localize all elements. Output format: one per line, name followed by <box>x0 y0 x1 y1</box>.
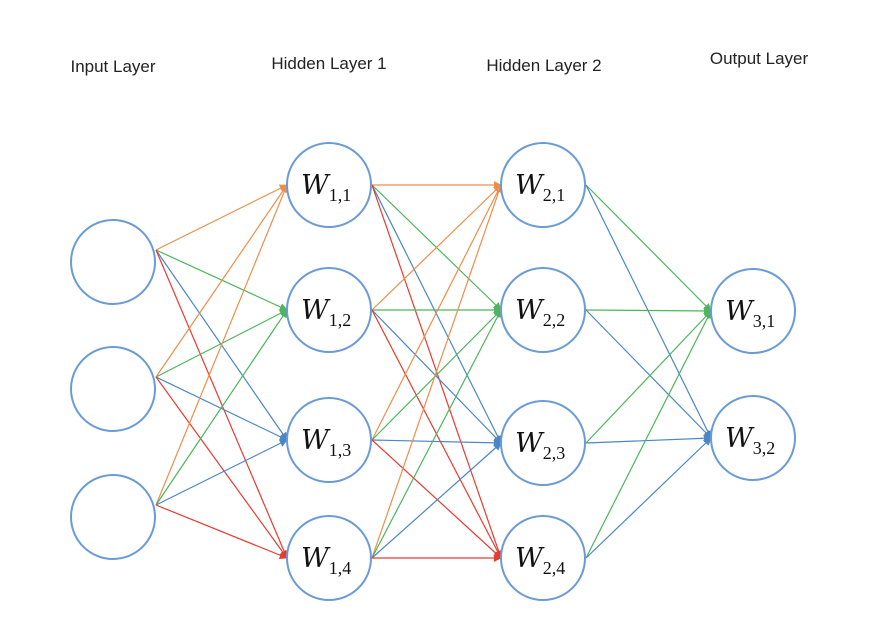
title-hidden-layer-1: Hidden Layer 1 <box>271 54 387 73</box>
edge-l0-3-to-2 <box>155 309 288 506</box>
node-circle <box>500 267 586 353</box>
edge-l0-3-to-4 <box>155 504 288 560</box>
edge-l1-2-to-1 <box>371 184 502 311</box>
title-output-layer: Output Layer <box>709 49 809 68</box>
node-label: W3,2 <box>725 423 775 458</box>
edge-l0-2-to-1 <box>155 184 288 378</box>
node-label: W2,3 <box>515 428 565 463</box>
node-label: W1,3 <box>301 425 351 460</box>
node-layer1-3: W1,3 <box>286 397 372 483</box>
edge-l2-4-to-2 <box>585 437 712 559</box>
node-circle <box>500 515 586 601</box>
node-label: W2,4 <box>515 543 565 578</box>
edge-l1-4-to-2 <box>371 309 502 559</box>
node-circle <box>70 474 156 560</box>
node-circle <box>286 515 372 601</box>
edge-l1-3-to-3 <box>371 438 502 447</box>
edge-l0-1-to-4 <box>155 249 288 559</box>
edge-l2-1-to-2 <box>585 184 712 439</box>
node-circle <box>286 267 372 353</box>
edge-l1-1-to-3 <box>371 184 502 444</box>
node-layer0-3 <box>70 474 156 560</box>
node-circle <box>710 268 796 354</box>
edge-l2-2-to-2 <box>585 309 712 439</box>
node-circle <box>500 400 586 486</box>
node-layer1-4: W1,4 <box>286 515 372 601</box>
node-layer0-2 <box>70 346 156 432</box>
node-layer2-1: W2,1 <box>500 142 586 228</box>
edge-l0-3-to-1 <box>155 184 288 506</box>
edge-l1-4-to-3 <box>371 442 502 559</box>
edge-l2-3-to-1 <box>585 310 712 444</box>
node-layer0-1 <box>70 219 156 305</box>
node-layer2-3: W2,3 <box>500 400 586 486</box>
edge-l2-4-to-1 <box>585 310 712 559</box>
node-circle <box>286 397 372 483</box>
node-layer1-2: W1,2 <box>286 267 372 353</box>
node-layer1-1: W1,1 <box>286 142 372 228</box>
node-layer2-2: W2,2 <box>500 267 586 353</box>
node-label: W3,1 <box>725 296 775 331</box>
node-label: W2,2 <box>515 295 565 330</box>
title-hidden-layer-2: Hidden Layer 2 <box>486 56 602 75</box>
edge-l2-2-to-1 <box>585 306 712 315</box>
node-circle <box>710 395 796 481</box>
edge-l2-1-to-1 <box>585 184 712 312</box>
edge-l1-3-to-2 <box>371 309 502 441</box>
edge-l1-2-to-3 <box>371 309 502 444</box>
node-layer3-2: W3,2 <box>710 395 796 481</box>
node-label: W1,2 <box>301 295 351 330</box>
edge-l0-3-to-3 <box>155 439 288 506</box>
node-circle <box>286 142 372 228</box>
node-circle <box>70 219 156 305</box>
node-label: W1,4 <box>301 543 351 578</box>
edge-l1-4-to-1 <box>371 184 503 559</box>
node-circle <box>70 346 156 432</box>
node-layer2-4: W2,4 <box>500 515 586 601</box>
title-input-layer: Input Layer <box>70 57 156 76</box>
edge-l1-3-to-4 <box>371 439 502 559</box>
edge-l0-1-to-1 <box>155 184 288 251</box>
edge-l2-3-to-2 <box>585 434 712 444</box>
node-layer3-1: W3,1 <box>710 268 796 354</box>
node-label: W2,1 <box>515 170 565 205</box>
edge-l1-3-to-1 <box>371 184 502 441</box>
edge-l0-2-to-4 <box>155 376 288 559</box>
node-circle <box>500 142 586 228</box>
node-label: W1,1 <box>301 170 351 205</box>
